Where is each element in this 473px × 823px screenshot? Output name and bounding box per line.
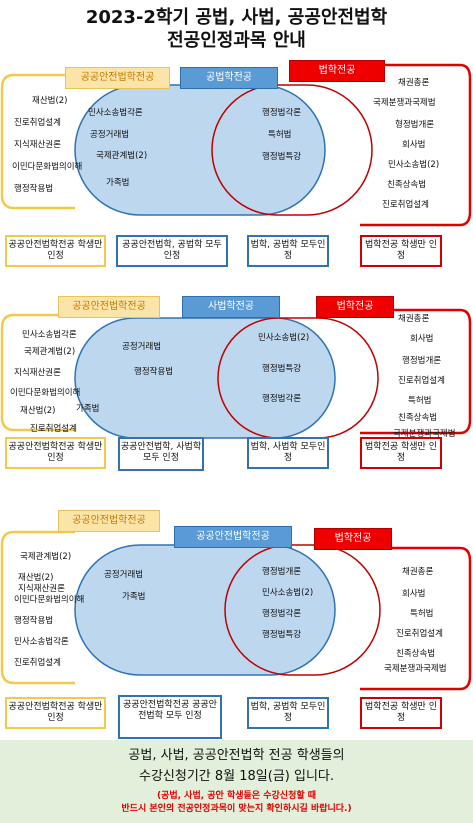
s1-red-item: 민사소송법(2) [388, 160, 440, 170]
s1-blue-item: 국제관계법(2) [96, 151, 148, 161]
s2-overlap-item: 행정법각론 [262, 394, 302, 404]
s3-yellow-item: 국제관계법(2) [20, 552, 72, 562]
s2-overlap-item: 행정법특강 [262, 364, 302, 374]
s1-yellow-item: 이민다문화법의이해 [12, 162, 83, 172]
s2-red-item: 진로취업설계 [398, 376, 445, 386]
s2-red-item: 행정법개론 [402, 356, 442, 366]
s1-box-law-only: 법학전공 학생만 인정 [360, 235, 442, 267]
s1-box-both-public-safety-public: 공공안전법학, 공법학 모두 인정 [116, 235, 228, 267]
s1-red-item: 회사법 [402, 140, 426, 150]
s1-yellow-item: 행정작용법 [14, 184, 54, 194]
s3-box-public-safety-both: 공공안전법학전공 공공안전법학 모두 인정 [118, 695, 222, 739]
s1-red-item: 진로취업설계 [382, 200, 429, 210]
s2-blue-pill [74, 317, 336, 439]
s3-blue-item: 공정거래법 [104, 570, 144, 580]
s3-header-law: 법학전공 [314, 528, 392, 550]
notice-line-2: 수강신청기간 8월 18일(금) 입니다. [138, 769, 334, 784]
s3-box-law-only: 법학전공 학생만 인정 [360, 697, 442, 729]
s2-red-item: 채권총론 [398, 314, 430, 324]
s1-header-law: 법학전공 [289, 60, 385, 82]
s2-blue-item: 공정거래법 [122, 342, 162, 352]
s2-yellow-item: 민사소송법각론 [22, 330, 77, 340]
notice-warning-1: (공법, 사법, 공안 학생들은 수강신청할 때 [156, 791, 317, 801]
s1-red-item: 형정법개론 [395, 120, 435, 130]
s3-yellow-item: 지식재산권론 [18, 584, 65, 594]
s3-header-public-safety-blue: 공공안전법학전공 [174, 526, 292, 548]
s1-header-public-safety: 공공안전법학전공 [65, 67, 170, 89]
s1-overlap-pill [211, 84, 373, 216]
s3-yellow-item: 진로취업설계 [14, 658, 61, 668]
venn-diagram-shapes [0, 63, 472, 691]
s3-red-item: 채권총론 [402, 567, 434, 577]
page-title: 2023-2학기 공법, 사법, 공공안전법학 [85, 7, 388, 28]
s1-box-law-public: 법학, 공법학 모두인정 [247, 235, 329, 267]
s3-box-law-public: 법학, 공법학 모두인정 [247, 697, 329, 729]
s3-red-item: 회사법 [402, 589, 426, 599]
s3-yellow-item: 민사소송법각론 [14, 637, 69, 647]
s3-overlap-item: 민사소송법(2) [262, 588, 314, 598]
s3-red-item: 진로취업설계 [396, 629, 443, 639]
s1-yellow-item: 진로취업설계 [14, 118, 61, 128]
s2-yellow-item: 지식재산권론 [14, 368, 61, 378]
notice-line-1: 공법, 사법, 공공안전법학 전공 학생들의 [128, 748, 345, 763]
s1-box-public-safety-only: 공공안전법학전공 학생만 인정 [5, 235, 106, 267]
s3-blue-item: 가족법 [122, 592, 146, 602]
s3-red-item: 국제분쟁과국제법 [384, 664, 447, 674]
s2-overlap-item: 민사소송법(2) [258, 333, 310, 343]
s2-red-item: 친족상속법 [398, 413, 438, 423]
s1-blue-item: 민사소송법각론 [88, 108, 143, 118]
s3-red-outline [360, 546, 472, 691]
s2-box-both-public-safety-private: 공공안전법학, 사법학 모두 인정 [118, 437, 204, 471]
s3-overlap-item: 행정법각론 [262, 609, 302, 619]
s2-red-outline [360, 308, 472, 435]
s1-red-item: 친족상속법 [387, 180, 427, 190]
s2-red-item: 특허법 [408, 396, 432, 406]
notice-footer: 공법, 사법, 공공안전법학 전공 학생들의 수강신청기간 8월 18일(금) … [0, 740, 473, 823]
s3-red-item: 특허법 [410, 609, 434, 619]
s1-red-outline [360, 63, 472, 227]
s2-yellow-item: 진로취업설계 [30, 424, 77, 434]
s2-header-law: 법학전공 [316, 296, 394, 318]
s3-overlap-pill [224, 544, 381, 676]
s3-yellow-item: 재산법(2) [18, 573, 54, 583]
s1-overlap-item: 특허법 [268, 130, 292, 140]
s2-yellow-item: 가족법 [76, 404, 100, 414]
s2-header-public-safety: 공공안전법학전공 [58, 296, 160, 318]
s3-red-item: 친족상속법 [396, 649, 436, 659]
s3-yellow-outline [0, 530, 75, 685]
s2-yellow-item: 이민다문화법의이해 [10, 388, 81, 398]
s1-yellow-item: 재산법(2) [32, 96, 68, 106]
s2-header-private-law: 사법학전공 [182, 296, 280, 318]
s1-blue-item: 공정거래법 [90, 130, 130, 140]
s1-red-item: 국제분쟁과국제법 [373, 98, 436, 108]
s1-overlap-item: 행정법특강 [262, 152, 302, 162]
s2-box-law-private: 법학, 사법학 모두인정 [247, 437, 329, 469]
s1-yellow-item: 지식재산권론 [14, 140, 61, 150]
s2-box-public-safety-only: 공공안전법학전공 학생만 인정 [5, 437, 106, 469]
s3-overlap-item: 행정법개론 [262, 567, 302, 577]
s3-box-public-safety-only: 공공안전법학전공 학생만 인정 [5, 697, 106, 729]
s2-red-item: 회사법 [410, 334, 434, 344]
s2-blue-item: 행정작용법 [134, 367, 174, 377]
s1-header-public-law: 공법학전공 [180, 67, 278, 89]
s3-header-public-safety: 공공안전법학전공 [58, 510, 160, 532]
s3-overlap-item: 행정법특강 [262, 630, 302, 640]
s2-red-item: 국제분쟁과국제법 [393, 429, 456, 439]
s1-blue-pill [74, 84, 326, 216]
s1-yellow-outline [0, 73, 75, 210]
s2-yellow-item: 국제관계법(2) [24, 347, 76, 357]
s2-yellow-item: 재산법(2) [20, 406, 56, 416]
s1-red-item: 채권총론 [398, 78, 430, 88]
notice-warning-2: 반드시 본인의 전공인정과목이 맞는지 확인하시길 바랍니다.) [121, 804, 352, 814]
s1-blue-item: 가족법 [106, 178, 130, 188]
s2-box-law-only: 법학전공 학생만 인정 [360, 437, 442, 469]
s3-yellow-item: 이민다문화법의이해 [14, 595, 85, 605]
page-subtitle: 전공인정과목 안내 [167, 30, 306, 51]
s2-yellow-outline [0, 313, 75, 432]
s3-yellow-item: 행정작용법 [14, 616, 54, 626]
s1-overlap-item: 행정법각론 [262, 108, 302, 118]
